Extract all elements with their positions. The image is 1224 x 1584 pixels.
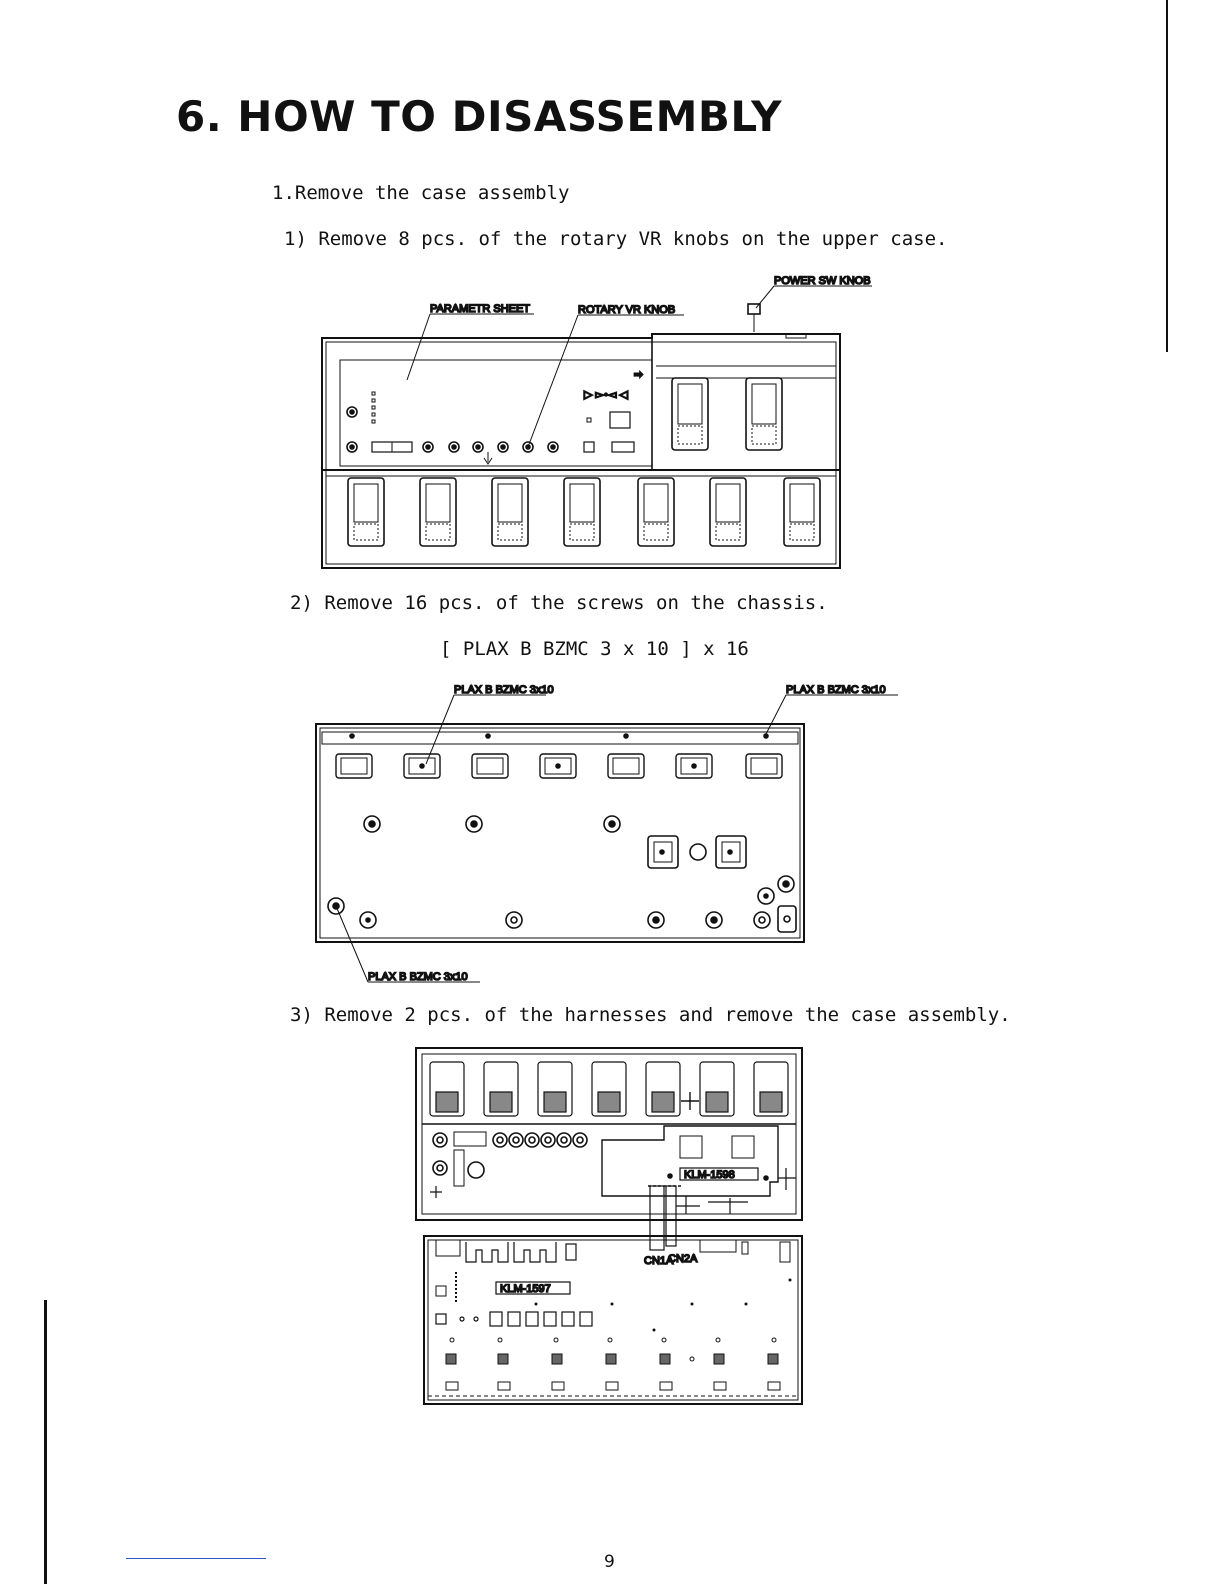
label-screw-bottom-left: PLAX B BZMC 3x10 xyxy=(368,971,468,983)
step-3-text: 3) Remove 2 pcs. of the harnesses and re… xyxy=(290,1004,1011,1026)
screw-spec-text: [ PLAX B BZMC 3 x 10 ] x 16 xyxy=(440,638,749,660)
step-1-text: 1) Remove 8 pcs. of the rotary VR knobs … xyxy=(284,228,948,250)
page-title: 6. HOW TO DISASSEMBLY xyxy=(176,92,783,141)
page-edge-right xyxy=(1166,0,1168,352)
svg-text:⇨: ⇨ xyxy=(634,369,643,381)
label-screw-top-right: PLAX B BZMC 3x10 xyxy=(786,684,886,696)
label-klm-1598: KLM-1598 xyxy=(684,1169,735,1181)
page-number: 9 xyxy=(604,1552,615,1572)
page-edge-left xyxy=(44,1300,47,1584)
label-rotary-vr-knob: ROTARY VR KNOB xyxy=(578,304,675,316)
svg-text:▷ ▻◦◅ ◁: ▷ ▻◦◅ ◁ xyxy=(584,389,628,401)
label-screw-top-left: PLAX B BZMC 3x10 xyxy=(454,684,554,696)
step-2-text: 2) Remove 16 pcs. of the screws on the c… xyxy=(290,592,828,614)
footer-link-line xyxy=(126,1558,266,1559)
label-klm-1597: KLM-1597 xyxy=(500,1283,551,1295)
label-parametr-sheet: PARAMETR SHEET xyxy=(430,303,530,315)
label-cn2a: CN2A xyxy=(668,1253,698,1265)
label-cn1a: CN1A xyxy=(644,1255,674,1267)
section-heading: 1.Remove the case assembly xyxy=(272,182,570,204)
label-power-sw-knob: POWER SW KNOB xyxy=(774,275,871,287)
